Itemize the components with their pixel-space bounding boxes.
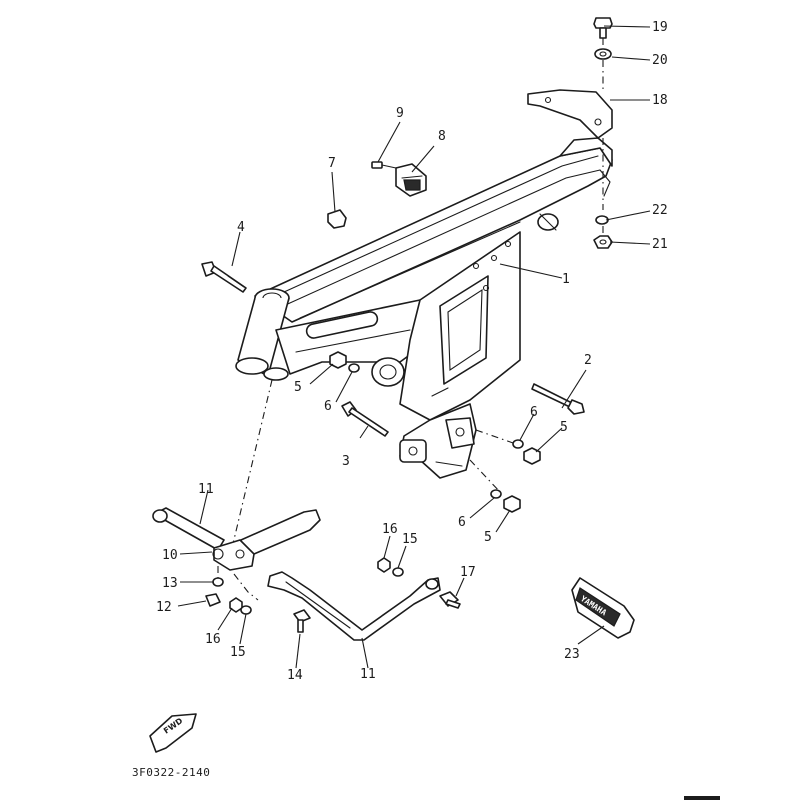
callout-1: 1 (562, 272, 570, 287)
callout-18: 18 (652, 93, 668, 108)
callout-labels: 19 20 18 22 21 1 2 4 3 7 8 9 5 6 6 5 6 5… (156, 20, 668, 683)
callout-12: 12 (156, 600, 172, 615)
part-15-washer-right (392, 567, 404, 577)
part-6-washer-upper (348, 363, 360, 373)
part-5-nut-upper (329, 351, 347, 369)
part-15-washer-left (240, 605, 252, 615)
part-14-bolt (293, 609, 311, 633)
callout-5-upper: 5 (294, 380, 302, 395)
callout-4: 4 (237, 220, 245, 235)
callout-6-upper: 6 (324, 399, 332, 414)
callout-7: 7 (328, 156, 336, 171)
callout-23: 23 (564, 647, 580, 662)
callout-15-left: 15 (230, 645, 246, 660)
fwd-arrow-icon: FWD (149, 713, 197, 753)
main-frame (235, 137, 613, 479)
part-11-stand-right (267, 571, 441, 641)
part-4-bolt (201, 261, 247, 293)
edge-mark (684, 796, 720, 800)
callout-20: 20 (652, 53, 668, 68)
callout-6-right: 6 (530, 405, 538, 420)
part-19-bolt (593, 17, 613, 39)
part-6-washer-lower (490, 489, 502, 499)
callout-16-left: 16 (205, 632, 221, 647)
part-11-stand-left (152, 507, 321, 571)
callout-6-lower: 6 (458, 515, 466, 530)
callout-14: 14 (287, 668, 303, 683)
callout-3: 3 (342, 454, 350, 469)
part-23-emblem: YAMAHA (571, 577, 635, 639)
part-18-bracket (527, 89, 613, 139)
callout-8: 8 (438, 129, 446, 144)
part-3-bolt (341, 401, 389, 437)
callout-22: 22 (652, 203, 668, 218)
callout-11-lower: 11 (360, 667, 376, 682)
callout-5-right: 5 (560, 420, 568, 435)
part-7-collar (327, 209, 347, 229)
callout-13: 13 (162, 576, 178, 591)
callout-19: 19 (652, 20, 668, 35)
callout-10: 10 (162, 548, 178, 563)
part-5-nut-lower (503, 495, 521, 513)
callout-11-upper: 11 (198, 482, 214, 497)
callout-17: 17 (460, 565, 476, 580)
part-16-nut-left (229, 597, 243, 613)
part-2-bolt (531, 383, 585, 415)
callout-15-right: 15 (402, 532, 418, 547)
part-17-bolt (439, 591, 461, 609)
part-8-mount (395, 163, 427, 197)
callout-21: 21 (652, 237, 668, 252)
callout-2: 2 (584, 353, 592, 368)
callout-16-right: 16 (382, 522, 398, 537)
part-21-nut (593, 235, 613, 249)
part-6-washer-right (512, 439, 524, 449)
drawing-code: 3F0322-2140 (132, 766, 210, 779)
callout-5-lower: 5 (484, 530, 492, 545)
leader-lines (177, 25, 651, 669)
part-16-nut-right (377, 557, 391, 573)
part-12-bolt (205, 593, 221, 607)
callout-9: 9 (396, 106, 404, 121)
part-13-washer (212, 577, 224, 587)
part-9-screw (371, 161, 397, 169)
part-20-washer (594, 48, 612, 60)
